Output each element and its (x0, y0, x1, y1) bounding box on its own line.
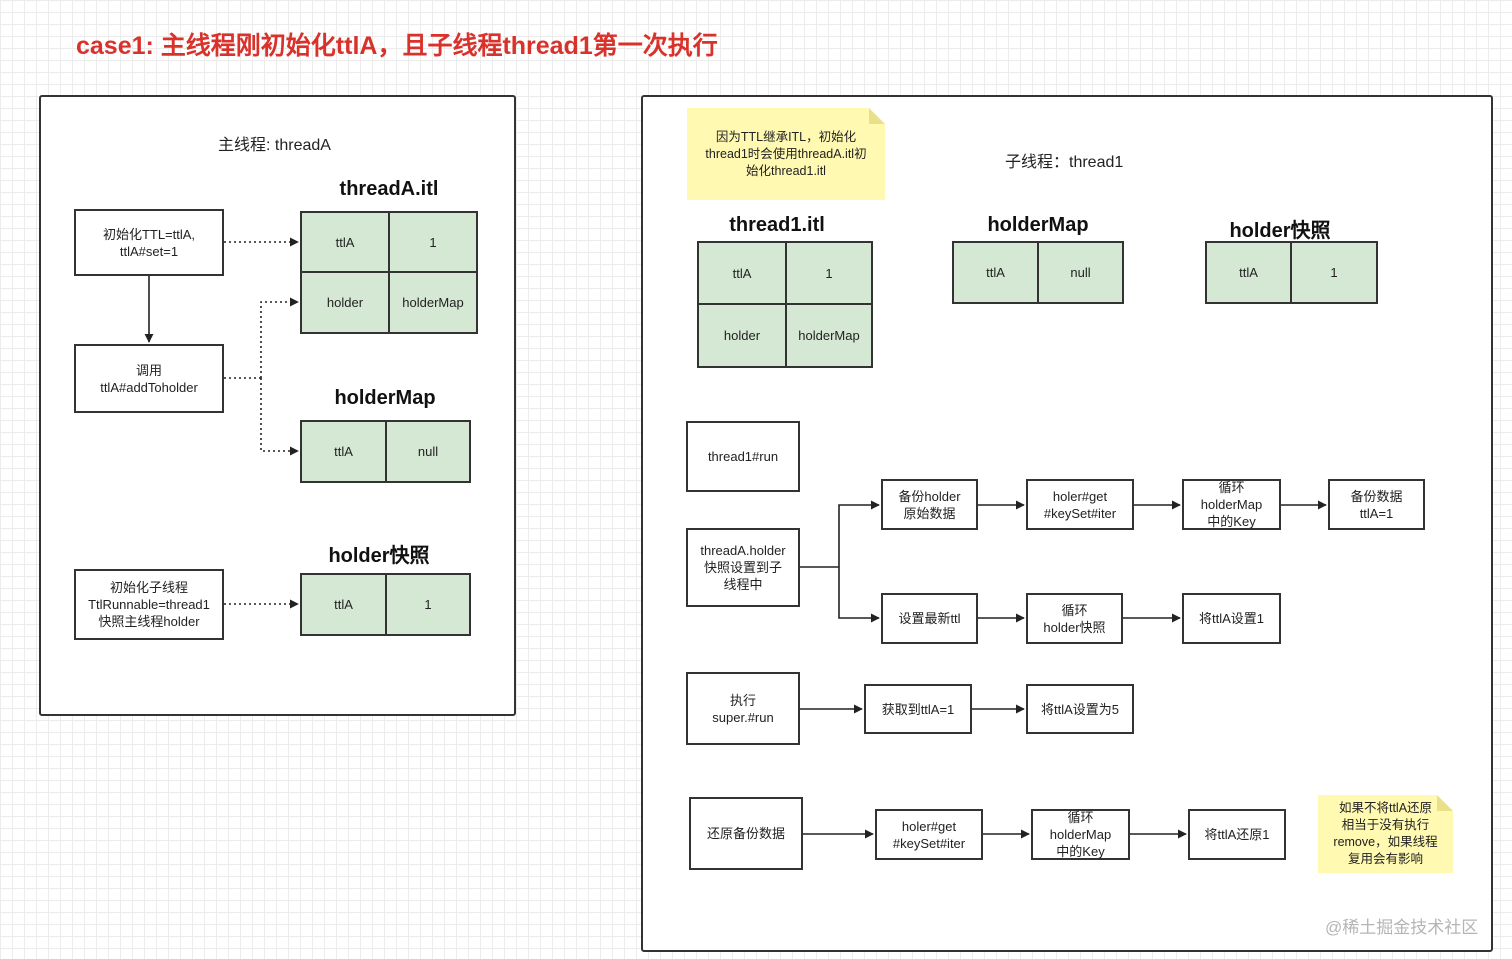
main-holder-snapshot-label: holder快照 (328, 545, 430, 567)
thread1-itl-cell: 1 (785, 241, 873, 305)
main-thread-title: 主线程: threadA (218, 137, 331, 154)
set-ttla-1-box: 将ttlA设置1 (1182, 593, 1281, 644)
main-holder-snapshot-cell: 1 (385, 573, 471, 636)
loop-keys-box-2: 循环 holderMap 中的Key (1031, 809, 1130, 860)
ttl-inherit-note: 因为TTL继承ITL，初始化 thread1时会使用threadA.itl初 始… (687, 108, 885, 200)
restore-ttla-box: 将ttlA还原1 (1188, 809, 1286, 860)
child-holder-snapshot-cell: ttlA (1205, 241, 1292, 304)
thread1-itl-label: thread1.itl (729, 214, 825, 236)
child-holdermap-cell: ttlA (952, 241, 1039, 304)
set-ttla-5-box: 将ttlA设置为5 (1026, 684, 1134, 734)
arrow (838, 567, 880, 623)
child-holder-snapshot-cell: 1 (1290, 241, 1378, 304)
set-snapshot-box: threadA.holder 快照设置到子 线程中 (686, 528, 800, 607)
backup-data-box: 备份数据 ttlA=1 (1328, 479, 1425, 530)
get-keyset-box-1: holer#get #keySet#iter (1026, 479, 1134, 530)
child-thread-title: 子线程：thread1 (1005, 154, 1124, 171)
init-child-thread-box: 初始化子线程 TtlRunnable=thread1 快照主线程holder (74, 569, 224, 640)
exec-super-run-box: 执行 super.#run (686, 672, 800, 745)
main-holdermap-label: holderMap (334, 387, 436, 409)
get-ttla-box: 获取到ttlA=1 (864, 684, 972, 734)
watermark: @稀土掘金技术社区 (1325, 918, 1479, 937)
restore-backup-box: 还原备份数据 (689, 797, 803, 870)
set-latest-ttl-box: 设置最新ttl (881, 593, 978, 644)
child-holdermap-label: holderMap (987, 214, 1089, 236)
dotted-arrow (260, 297, 299, 378)
loop-keys-box-1: 循环 holderMap 中的Key (1182, 479, 1281, 530)
child-holder-snapshot-label: holder快照 (1229, 220, 1331, 242)
threadA-itl-label: threadA.itl (339, 178, 439, 200)
backup-original-box: 备份holder 原始数据 (881, 479, 978, 530)
dotted-arrow (260, 378, 299, 456)
main-holdermap-cell: null (385, 420, 471, 483)
loop-snapshot-box: 循环 holder快照 (1026, 593, 1123, 644)
thread1-itl-cell: holderMap (785, 303, 873, 368)
thread1-itl-cell: ttlA (697, 241, 787, 305)
get-keyset-box-2: holer#get #keySet#iter (875, 809, 983, 860)
child-holdermap-cell: null (1037, 241, 1124, 304)
thread1-itl-cell: holder (697, 303, 787, 368)
init-ttl-box: 初始化TTL=ttlA, ttlA#set=1 (74, 209, 224, 276)
remove-warning-note: 如果不将ttlA还原 相当于没有执行 remove，如果线程 复用会有影响 (1318, 795, 1453, 873)
threadA-itl-cell: holderMap (388, 271, 478, 334)
thread1-run-box: thread1#run (686, 421, 800, 492)
arrow (838, 500, 880, 567)
diagram-title: case1: 主线程刚初始化ttlA，且子线程thread1第一次执行 (76, 32, 718, 60)
call-add-to-holder-box: 调用 ttlA#addToholder (74, 344, 224, 413)
